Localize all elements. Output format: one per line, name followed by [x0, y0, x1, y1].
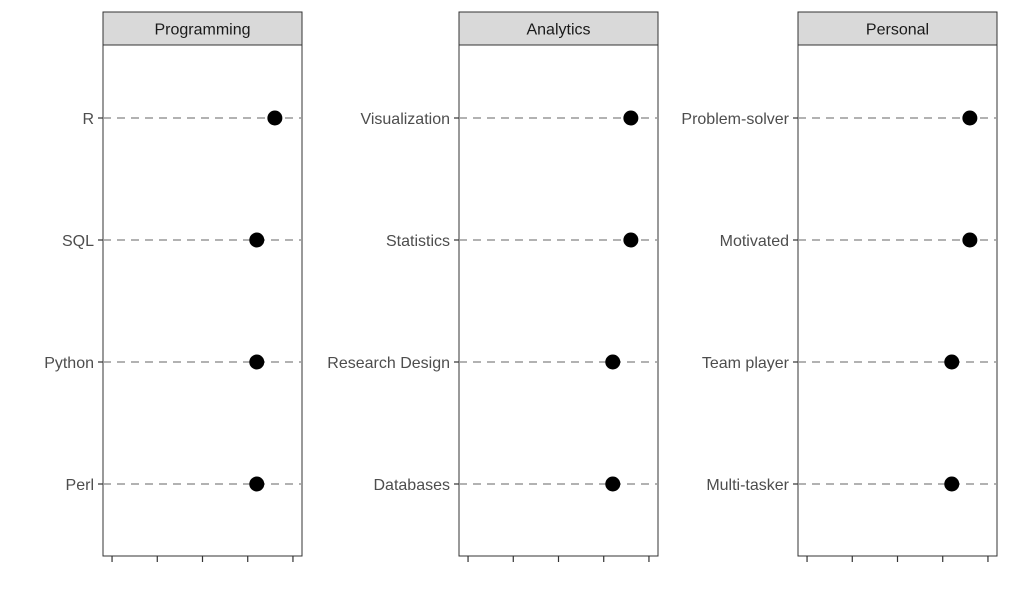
- y-tick-label: Multi-tasker: [706, 477, 789, 494]
- facet-title: Analytics: [526, 22, 590, 39]
- y-tick-label: R: [82, 111, 94, 128]
- data-point: [249, 232, 265, 248]
- y-tick-label: Statistics: [386, 233, 450, 250]
- y-tick-label: Problem-solver: [681, 111, 789, 128]
- data-point: [249, 354, 265, 370]
- y-tick-label: Team player: [702, 355, 790, 372]
- y-tick-label: Visualization: [360, 111, 450, 128]
- y-tick-label: Perl: [66, 477, 94, 494]
- facet-title: Personal: [866, 22, 929, 39]
- facet-title: Programming: [154, 22, 250, 39]
- y-tick-label: Research Design: [327, 355, 450, 372]
- data-point: [962, 110, 978, 126]
- y-tick-label: SQL: [62, 233, 94, 250]
- data-point: [962, 232, 978, 248]
- data-point: [605, 476, 621, 492]
- data-point: [623, 110, 639, 126]
- data-point: [267, 110, 283, 126]
- data-point: [944, 354, 960, 370]
- facet-strip: [102, 11, 303, 46]
- facet-strip: [797, 11, 998, 46]
- y-tick-label: Motivated: [720, 233, 789, 250]
- panel-border: [102, 44, 303, 557]
- y-tick-label: Databases: [374, 477, 451, 494]
- data-point: [944, 476, 960, 492]
- data-point: [623, 232, 639, 248]
- data-point: [249, 476, 265, 492]
- facet-strip: [458, 11, 659, 46]
- y-tick-label: Python: [44, 355, 94, 372]
- data-point: [605, 354, 621, 370]
